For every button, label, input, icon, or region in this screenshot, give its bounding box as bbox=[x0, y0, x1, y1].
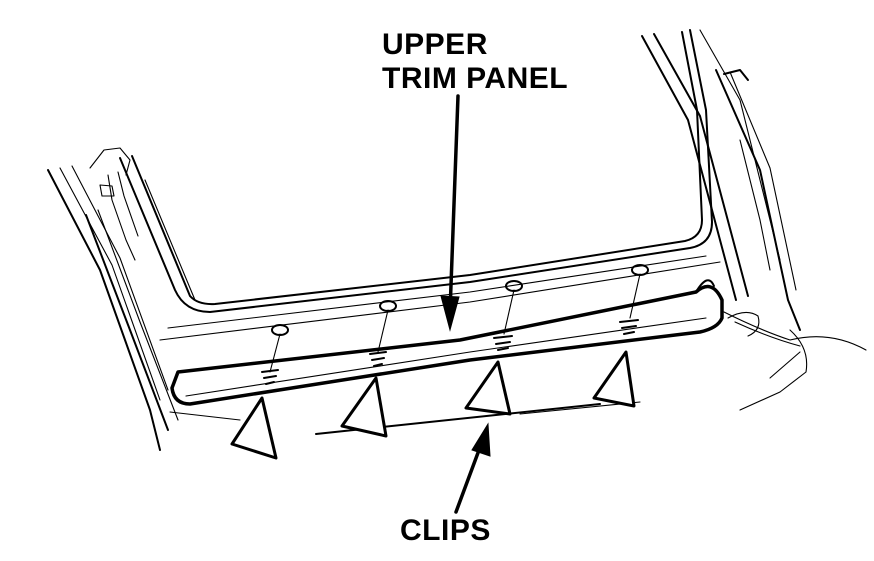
clip-2 bbox=[340, 376, 388, 438]
clips-label: CLIPS bbox=[400, 514, 491, 547]
upper-trim-panel bbox=[170, 279, 724, 406]
clip-3 bbox=[464, 360, 512, 416]
clips-leader bbox=[454, 422, 491, 514]
right-lower-body bbox=[723, 311, 867, 411]
upper-trim-panel-label-line2: TRIM PANEL bbox=[382, 62, 569, 95]
clip-alignment-lines bbox=[269, 273, 641, 373]
upper-trim-panel-label: UPPER TRIM PANEL bbox=[382, 28, 568, 96]
clips bbox=[230, 350, 636, 460]
left-hinge-bracket bbox=[89, 147, 139, 261]
clip-heads bbox=[261, 319, 639, 385]
right-pillar bbox=[641, 29, 801, 331]
clip-4 bbox=[592, 350, 636, 408]
upper-trim-panel-leader bbox=[440, 94, 460, 332]
upper-trim-panel-label-line1: UPPER bbox=[382, 28, 488, 61]
left-pillar bbox=[47, 165, 179, 451]
clip-1 bbox=[230, 396, 278, 460]
